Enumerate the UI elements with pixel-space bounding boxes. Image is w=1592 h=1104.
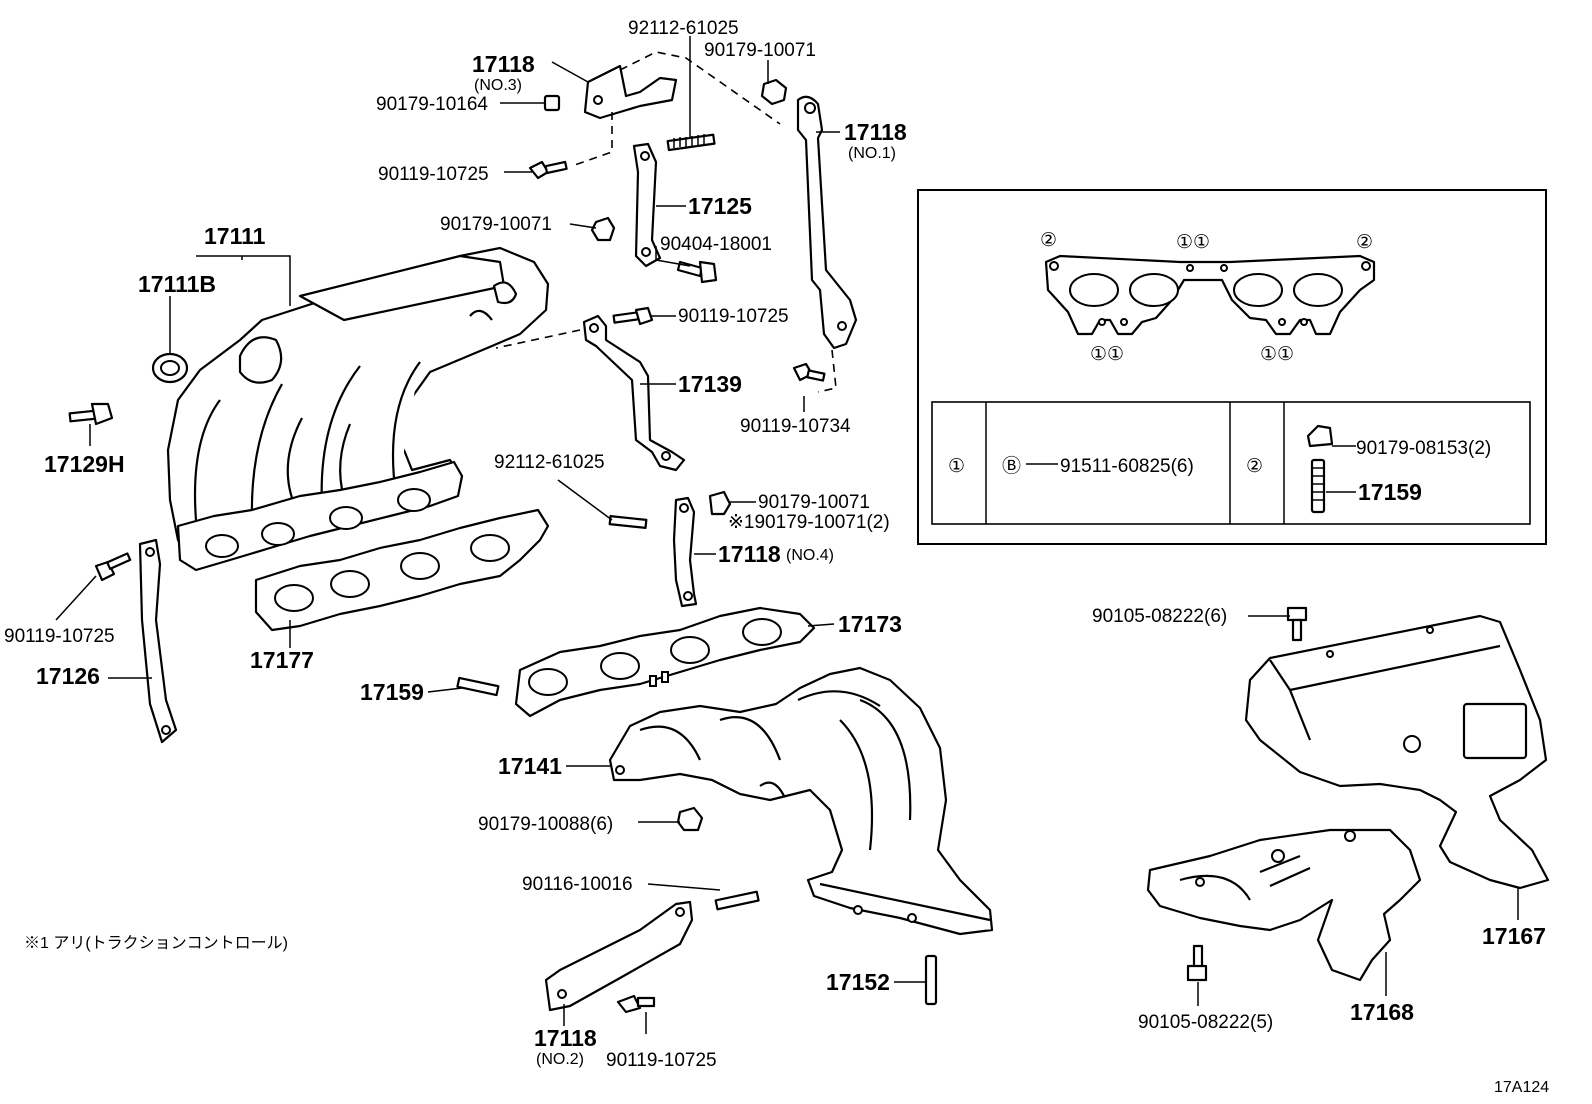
gasket-17177[interactable]: [254, 508, 550, 632]
label-92112-61025-mid: 92112-61025: [494, 452, 605, 473]
inset-parts-table: [931, 401, 1531, 525]
label-17173: 17173: [838, 611, 902, 637]
label-90179-10088: 90179-10088(6): [478, 814, 613, 835]
diagram-code: 17A124: [1494, 1079, 1549, 1096]
label-90105-08222-6: 90105-08222(6): [1092, 606, 1227, 627]
label-90179-10071-c-note: ※190179-10071(2): [728, 512, 890, 533]
bracket-17118-no3[interactable]: [583, 64, 678, 120]
label-17118-no4: 17118: [718, 541, 781, 567]
nut-90179-10088[interactable]: [676, 806, 704, 832]
footnote-traction-control: ※1 アリ(トラクションコントロール): [24, 934, 288, 952]
inset-gasket-drawing: [1044, 254, 1376, 336]
stay-17118-no4[interactable]: [672, 496, 698, 608]
bolt-90119-10734[interactable]: [792, 362, 826, 382]
label-17118-no1-sub: (NO.1): [848, 145, 896, 162]
heat-insulator-17168[interactable]: [1146, 828, 1422, 982]
inset-mark-11-top: ①①: [1176, 232, 1210, 253]
label-17167: 17167: [1482, 923, 1546, 949]
nut-90179-10071-b[interactable]: [590, 216, 616, 242]
table-marker-1: ①: [948, 456, 965, 477]
nut-90179-10071-c[interactable]: [708, 490, 732, 516]
bolt-90119-10725-c[interactable]: [94, 552, 132, 582]
stud-17152[interactable]: [924, 954, 938, 1006]
label-90179-10071-top: 90179-10071: [704, 40, 816, 61]
label-90105-08222-5: 90105-08222(5): [1138, 1012, 1273, 1033]
label-90179-10071-b: 90179-10071: [440, 214, 552, 235]
label-17159: 17159: [360, 679, 424, 705]
table-part-91511-60825: 91511-60825(6): [1060, 456, 1194, 477]
bracket-17118-no2[interactable]: [544, 900, 694, 1012]
stay-17126[interactable]: [138, 538, 178, 744]
label-17141: 17141: [498, 753, 562, 779]
label-90119-10725-c: 90119-10725: [4, 626, 115, 647]
label-17125: 17125: [688, 193, 752, 219]
bolt-90105-08222-6[interactable]: [1286, 606, 1308, 642]
label-17139: 17139: [678, 371, 742, 397]
manifold-assembly-17111[interactable]: [166, 246, 550, 572]
label-17111B: 17111B: [138, 271, 216, 297]
label-90179-10071-c: 90179-10071: [758, 492, 870, 513]
bolt-90119-10725-b[interactable]: [612, 306, 654, 326]
bolt-90119-10725-d[interactable]: [616, 994, 656, 1014]
table-part-17159: 17159: [1358, 479, 1422, 505]
label-90404-18001: 90404-18001: [660, 234, 772, 255]
part-labels: 92112-61025 90179-10071 17118 (NO.3) 901…: [4, 18, 1549, 1096]
heat-insulator-17167[interactable]: [1244, 614, 1550, 890]
table-part-90179-08153: 90179-08153(2): [1356, 438, 1491, 459]
label-17118-no4-sub: (NO.4): [786, 547, 834, 564]
label-17118-no1: 17118: [844, 119, 907, 145]
label-90179-10164: 90179-10164: [376, 94, 488, 115]
stud-90116-10016[interactable]: [714, 890, 760, 911]
label-17129H: 17129H: [44, 451, 125, 477]
table-icon-b: Ⓑ: [1002, 455, 1021, 477]
leader-lines: [55, 36, 1519, 1034]
label-17111: 17111: [204, 223, 266, 249]
stay-17125[interactable]: [632, 142, 662, 268]
table-stud-icon: [1310, 458, 1326, 514]
label-90119-10725-a: 90119-10725: [378, 164, 489, 185]
stay-17139[interactable]: [582, 314, 686, 472]
inset-mark-11-bottom-left: ①①: [1090, 344, 1124, 365]
sensor-17129H[interactable]: [68, 402, 114, 426]
label-90116-10016: 90116-10016: [522, 874, 633, 895]
label-17126: 17126: [36, 663, 100, 689]
stud-92112-61025-top[interactable]: [666, 133, 716, 152]
bolt-90119-10725-a[interactable]: [528, 160, 568, 180]
exhaust-manifold-17141[interactable]: [608, 666, 994, 936]
label-17118-no3-sub: (NO.3): [474, 77, 522, 94]
inset-gasket-detail: ② ①① ② ①① ①① ① Ⓑ 91511-60825(6) ② 90179-…: [917, 189, 1547, 545]
nut-90179-10071-top[interactable]: [760, 78, 788, 106]
bolt-90404-18001[interactable]: [676, 260, 718, 284]
gasket-17173[interactable]: [514, 606, 816, 718]
table-nut-icon: [1306, 424, 1334, 448]
stud-17159[interactable]: [456, 676, 500, 697]
stay-17118-no1[interactable]: [796, 95, 858, 350]
table-marker-2: ②: [1246, 456, 1263, 477]
stud-92112-61025-mid[interactable]: [608, 515, 648, 529]
inset-mark-11-bottom-right: ①①: [1260, 344, 1294, 365]
inset-mark-2-left: ②: [1040, 230, 1057, 251]
label-90119-10734: 90119-10734: [740, 416, 851, 437]
label-17118-no2: 17118: [534, 1025, 597, 1051]
label-17177: 17177: [250, 647, 314, 673]
nut-90179-10164[interactable]: [543, 94, 561, 112]
inset-mark-2-right: ②: [1356, 232, 1373, 253]
bolt-90105-08222-5[interactable]: [1186, 944, 1208, 982]
label-17152: 17152: [826, 969, 890, 995]
label-17168: 17168: [1350, 999, 1414, 1025]
label-92112-61025-top: 92112-61025: [628, 18, 739, 39]
label-90119-10725-b: 90119-10725: [678, 306, 789, 327]
label-17118-no3: 17118: [472, 51, 535, 77]
ring-17111B[interactable]: [151, 352, 189, 384]
label-90119-10725-d: 90119-10725: [606, 1050, 717, 1071]
label-17118-no2-sub: (NO.2): [536, 1051, 584, 1068]
